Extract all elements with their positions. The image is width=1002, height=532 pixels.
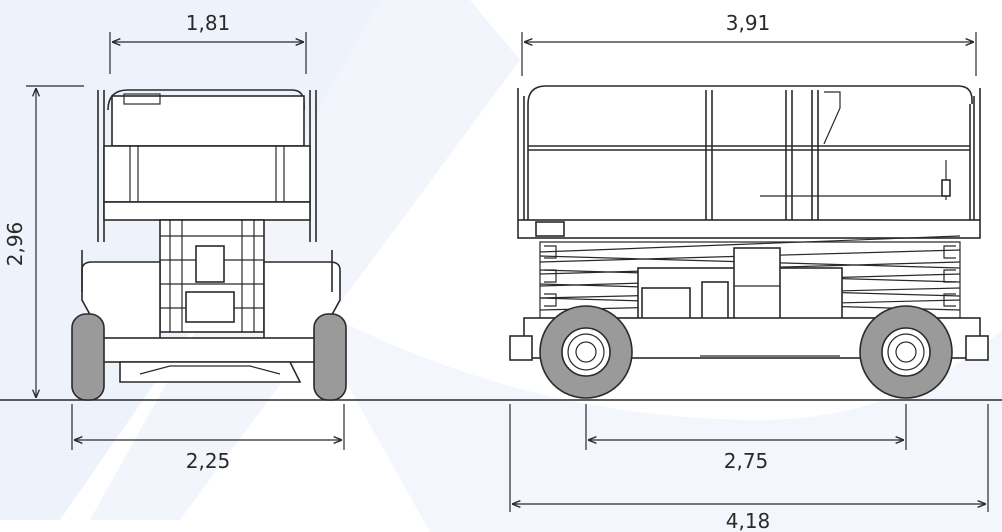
- front-left-wheel: [71, 313, 105, 401]
- label-total-height: 2,96: [3, 222, 27, 267]
- label-total-length: 4,18: [726, 509, 771, 532]
- dimension-wheelbase: 2,75: [585, 404, 907, 473]
- label-front-track-width: 2,25: [186, 449, 231, 473]
- dimension-front-track-width: 2,25: [71, 404, 345, 473]
- front-right-wheel: [313, 313, 347, 401]
- dimension-total-length: 4,18: [509, 404, 989, 532]
- dimension-total-height: 2,96: [3, 85, 84, 398]
- label-wheelbase: 2,75: [724, 449, 769, 473]
- dimension-side-platform-length: 3,91: [521, 11, 977, 76]
- dimension-front-platform-width: 1,81: [109, 11, 307, 74]
- side-front-wheel: [859, 305, 953, 399]
- label-side-platform-length: 3,91: [726, 11, 771, 35]
- front-view: [71, 89, 347, 401]
- side-rear-wheel: [539, 305, 633, 399]
- label-front-platform-width: 1,81: [186, 11, 231, 35]
- side-view: [509, 85, 989, 399]
